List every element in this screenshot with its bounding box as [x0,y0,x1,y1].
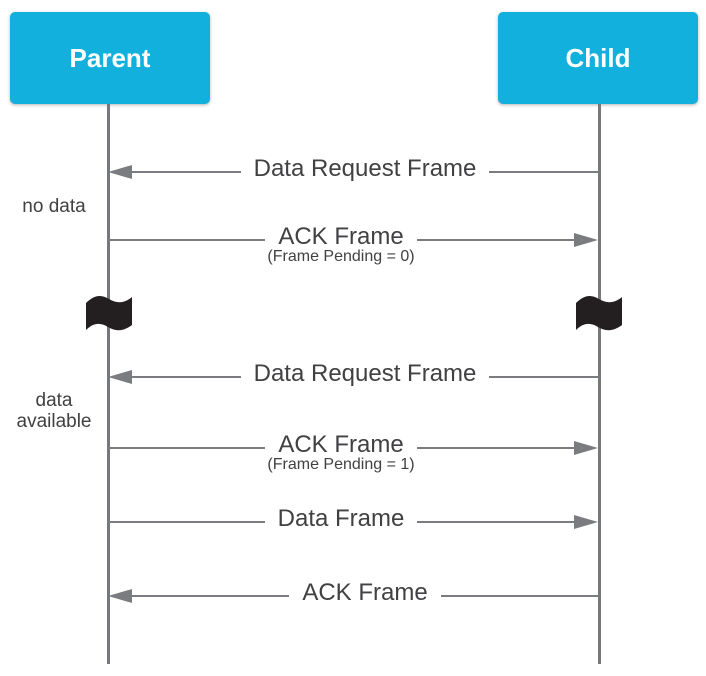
actor-label-child: Child [565,42,631,73]
message-line [489,375,599,379]
message-line [440,594,599,598]
arrowhead-right-icon [574,515,599,529]
message-label: Data Frame [277,504,405,532]
actor-box-child: Child [498,12,698,104]
message-line [132,375,241,379]
message-sublabel: (Frame Pending = 0) [267,247,415,265]
message-data-frame: Data Frame [108,504,599,537]
message-data-request-frame-1: Data Request Frame [108,154,599,187]
actor-label-parent: Parent [69,42,151,73]
message-line [132,594,290,598]
message-line [417,520,575,524]
flag-icon [85,291,133,335]
message-line [108,446,266,450]
message-line [108,520,265,524]
arrowhead-right-icon [574,441,599,455]
lifeline-parent [107,104,110,664]
arrowhead-left-icon [108,370,132,384]
arrowhead-left-icon [108,589,132,603]
actor-box-parent: Parent [10,12,210,104]
arrowhead-left-icon [108,165,132,179]
message-label: Data Request Frame [253,154,477,182]
message-ack-frame-1: ACK Frame (Frame Pending = 0) [108,222,599,265]
message-ack-frame-2: ACK Frame (Frame Pending = 1) [108,430,599,473]
message-line [132,170,241,174]
annotation-no-data: no data [22,196,86,217]
message-line [108,238,266,242]
message-label: ACK Frame [278,430,404,458]
message-line [416,446,575,450]
message-line [489,170,599,174]
arrowhead-right-icon [574,233,599,247]
message-ack-frame-3: ACK Frame [108,578,599,611]
lifeline-child [598,104,601,664]
message-label: ACK Frame [278,222,404,250]
message-line [416,238,575,242]
message-sublabel: (Frame Pending = 1) [267,455,415,473]
annotation-data-available: data available [16,390,92,432]
flag-icon [575,291,623,335]
message-label: ACK Frame [302,578,428,606]
message-label: Data Request Frame [253,359,477,387]
message-data-request-frame-2: Data Request Frame [108,359,599,392]
